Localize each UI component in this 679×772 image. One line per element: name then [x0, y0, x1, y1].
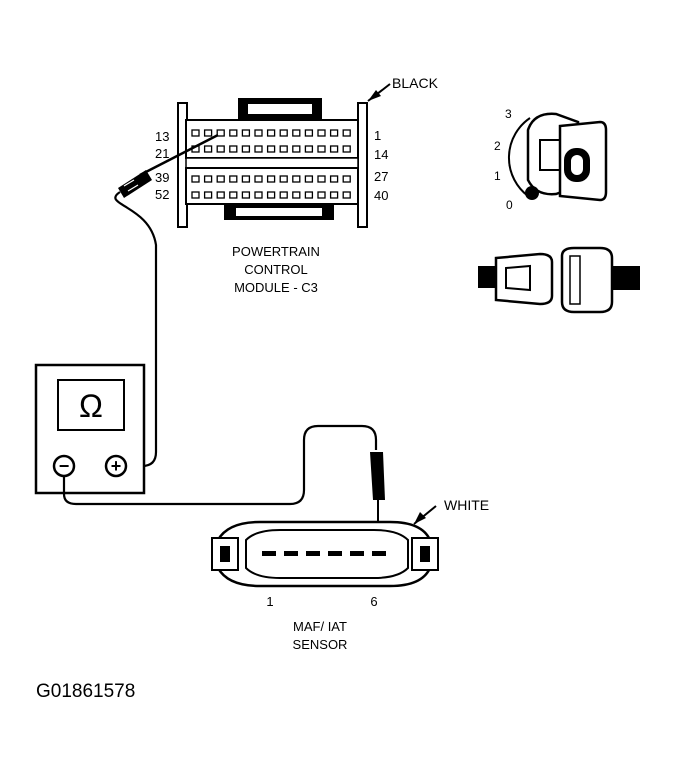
pcm-pin-cavity: [279, 175, 288, 183]
pcm-pin-cavity: [279, 129, 288, 137]
pcm-pin-cavity: [216, 129, 225, 137]
pcm-pin-cavity: [342, 129, 351, 137]
pcm-pin-cavity: [304, 129, 314, 137]
figure-id: G01861578: [36, 681, 135, 702]
pcm-pin-cavity: [342, 145, 351, 153]
maf-pin-label: 6: [370, 594, 377, 609]
maf-iat-sensor-connector: [211, 505, 439, 588]
positive-probe: [118, 133, 219, 198]
positive-terminal: [104, 454, 128, 478]
pcm-pin-label: 14: [374, 147, 388, 162]
pcm-pin-cavity: [229, 145, 238, 153]
ignition-position-label: 1: [494, 169, 501, 183]
pcm-pin-cavity: [254, 191, 263, 199]
pcm-pin-cavity: [279, 191, 288, 199]
pcm-pin-cavity: [292, 191, 301, 199]
maf-terminal: [350, 551, 364, 556]
positive-test-lead: [114, 191, 158, 468]
pcm-pin-cavity: [329, 191, 339, 199]
ohmmeter: [34, 363, 146, 495]
pcm-pin-cavity: [229, 175, 238, 183]
pcm-pin-cavity: [216, 191, 225, 199]
pcm-pin-cavity: [216, 145, 225, 153]
pcm-pin-cavity: [241, 129, 251, 137]
ignition-position-label: 0: [506, 198, 513, 212]
pcm-pin-cavity: [203, 191, 213, 199]
pcm-pin-cavity: [266, 175, 276, 183]
negative-symbol: −: [59, 456, 70, 476]
pcm-pin-cavity: [191, 175, 200, 183]
pcm-pin-cavity: [266, 129, 276, 137]
pcm-pin-cavity: [216, 175, 225, 183]
pcm-pin-cavity: [266, 145, 276, 153]
pcm-pin-cavity: [317, 129, 326, 137]
pcm-pin-label: 21: [155, 146, 169, 161]
maf-terminal: [328, 551, 342, 556]
pcm-pin-cavity: [191, 129, 200, 137]
pcm-pin-cavity: [254, 145, 263, 153]
pcm-pin-cavity: [304, 175, 314, 183]
pcm-pin-label: 40: [374, 188, 388, 203]
maf-terminal: [306, 551, 320, 556]
pcm-pin-cavity: [241, 191, 251, 199]
pcm-pin-label: 13: [155, 129, 169, 144]
maf-title-line: SENSOR: [293, 637, 348, 652]
pcm-pin-cavity: [317, 175, 326, 183]
pcm-title-line: CONTROL: [244, 262, 308, 277]
pcm-pin-cavity: [229, 191, 238, 199]
pcm-pin-cavity: [254, 175, 263, 183]
pcm-pin-cavity: [317, 145, 326, 153]
maf-color-label: WHITE: [444, 497, 489, 513]
pcm-pin-cavity: [241, 175, 251, 183]
pcm-pin-cavity: [203, 175, 213, 183]
pcm-title-line: POWERTRAIN: [232, 244, 320, 259]
pcm-pin-cavity: [203, 145, 213, 153]
pcm-pin-cavities: [191, 129, 351, 199]
maf-title-line: MAF/ IAT: [293, 619, 347, 634]
pcm-connector: [177, 83, 391, 228]
pcm-pin-cavity: [329, 145, 339, 153]
pcm-pin-cavity: [254, 129, 263, 137]
ohm-symbol: Ω: [79, 388, 103, 424]
positive-symbol: +: [111, 456, 122, 476]
pcm-pin-cavity: [342, 191, 351, 199]
ignition-position-label: 2: [494, 139, 501, 153]
maf-pin-label: 1: [266, 594, 273, 609]
pcm-pin-label: 52: [155, 187, 169, 202]
pcm-pin-label: 27: [374, 169, 388, 184]
pcm-pin-label: 1: [374, 128, 381, 143]
pcm-pin-cavity: [241, 145, 251, 153]
pcm-pin-cavity: [191, 191, 200, 199]
pcm-pin-cavity: [304, 145, 314, 153]
pcm-pin-cavity: [317, 191, 326, 199]
pcm-pin-cavity: [329, 129, 339, 137]
pcm-title-line: MODULE - C3: [234, 280, 318, 295]
pcm-pin-cavity: [229, 129, 238, 137]
pcm-pin-cavity: [342, 175, 351, 183]
ignition-key-icon: [507, 112, 608, 202]
pcm-pin-cavity: [279, 145, 288, 153]
pcm-pin-cavity: [292, 129, 301, 137]
pcm-pin-cavity: [304, 191, 314, 199]
pcm-pin-cavity: [329, 175, 339, 183]
pcm-pin-cavity: [266, 191, 276, 199]
pcm-pin-cavity: [292, 175, 301, 183]
maf-terminals: [262, 551, 386, 556]
pcm-pin-cavity: [203, 129, 213, 137]
maf-terminal: [284, 551, 298, 556]
pcm-pin-label: 39: [155, 170, 169, 185]
disconnected-connector-icon: [478, 246, 640, 314]
maf-terminal: [372, 551, 386, 556]
maf-terminal: [262, 551, 276, 556]
negative-test-lead: [62, 424, 378, 506]
pcm-pin-cavity: [292, 145, 301, 153]
ignition-position-label: 3: [505, 107, 512, 121]
pcm-color-label: BLACK: [392, 75, 439, 91]
